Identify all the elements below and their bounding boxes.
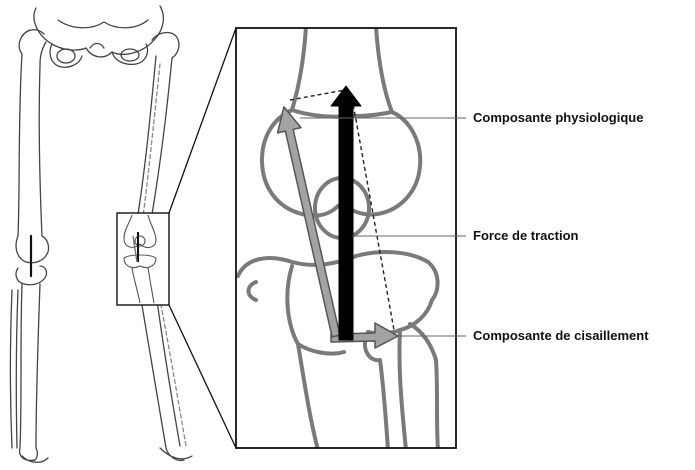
left-tibia-drawing: [11, 266, 49, 462]
label-traction-force: Force de traction: [473, 228, 578, 244]
left-femur-drawing: [16, 30, 48, 263]
label-shear-component: Composante de cisaillement: [473, 328, 649, 344]
zoom-connector-lines: [169, 28, 236, 448]
knee-inset-box: [117, 213, 169, 305]
zoomed-knee-panel: [236, 26, 456, 450]
pelvis-drawing: [34, 6, 163, 67]
label-physiological-component: Composante physiologique: [473, 110, 643, 126]
